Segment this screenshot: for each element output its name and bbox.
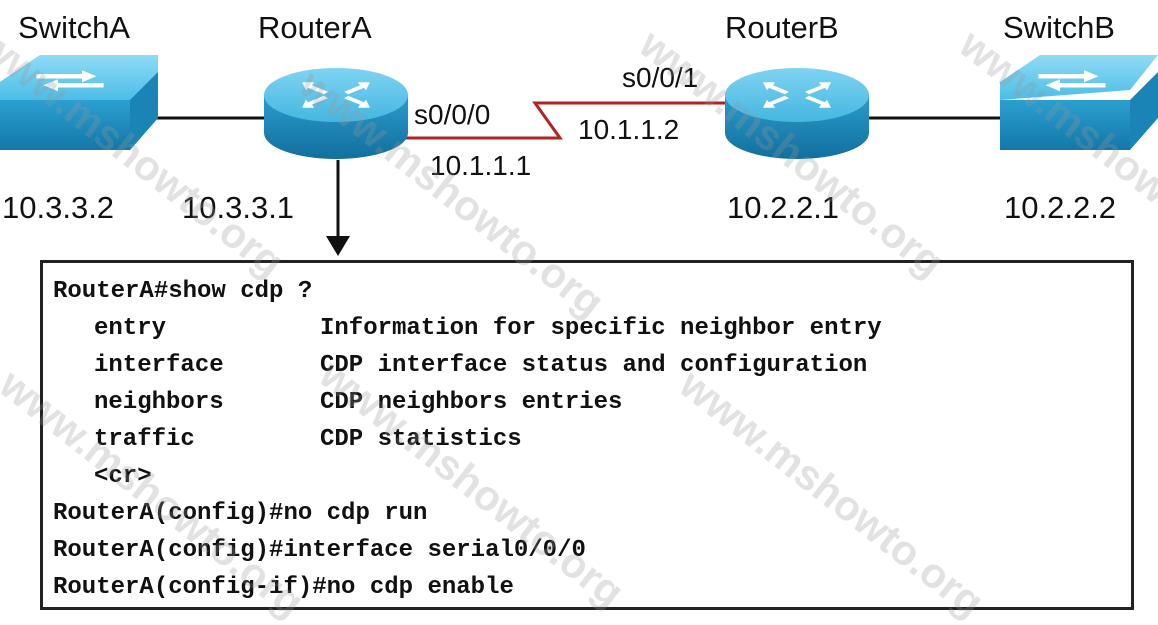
- option-cmd: entry: [94, 315, 167, 342]
- router-a-ip: 10.3.3.1: [182, 190, 295, 225]
- terminal-option-row: entry Information for specific neighbor e…: [53, 310, 1131, 347]
- router-a-name: RouterA: [258, 10, 372, 45]
- option-cmd: traffic: [94, 426, 195, 453]
- option-cmd: neighbors: [94, 389, 224, 416]
- option-cmd: interface: [94, 352, 224, 379]
- option-desc: CDP interface status and configuration: [320, 352, 868, 379]
- router-b-name: RouterB: [725, 10, 839, 45]
- terminal-option-row: neighbors CDP neighbors entries: [53, 384, 1131, 421]
- option-desc: CDP statistics: [320, 426, 522, 453]
- option-desc: Information for specific neighbor entry: [320, 315, 882, 342]
- switch-a-name: SwitchA: [18, 10, 130, 45]
- router-b-serial-port: s0/0/1: [622, 62, 699, 93]
- terminal-line: RouterA(config-if)#no cdp enable: [53, 574, 514, 601]
- switch-a-ip: 10.3.3.2: [2, 190, 115, 225]
- option-desc: CDP neighbors entries: [320, 389, 623, 416]
- router-a-serial-port: s0/0/0: [414, 99, 491, 130]
- terminal-output: RouterA#show cdp ? entry Information for …: [40, 260, 1134, 610]
- terminal-line: RouterA#show cdp ?: [53, 278, 313, 305]
- router-icon-b: [725, 68, 869, 159]
- switch-icon-a: [0, 55, 158, 150]
- switch-b-ip: 10.2.2.2: [1004, 190, 1117, 225]
- router-b-ip: 10.2.2.1: [727, 190, 840, 225]
- serial-link: [400, 101, 728, 140]
- router-b-serial-ip: 10.1.1.2: [578, 114, 680, 145]
- terminal-option-row: traffic CDP statistics: [53, 421, 1131, 458]
- switch-icon-b: [1000, 55, 1158, 150]
- console-arrow-head: [326, 236, 350, 256]
- router-a-serial-ip: 10.1.1.1: [430, 150, 532, 181]
- terminal-line: RouterA(config)#interface serial0/0/0: [53, 537, 586, 564]
- router-icon-a: [264, 68, 408, 159]
- terminal-option-row: interface CDP interface status and config…: [53, 347, 1131, 384]
- switch-b-name: SwitchB: [1003, 10, 1115, 45]
- terminal-cr: <cr>: [94, 463, 152, 490]
- terminal-line: RouterA(config)#no cdp run: [53, 500, 428, 527]
